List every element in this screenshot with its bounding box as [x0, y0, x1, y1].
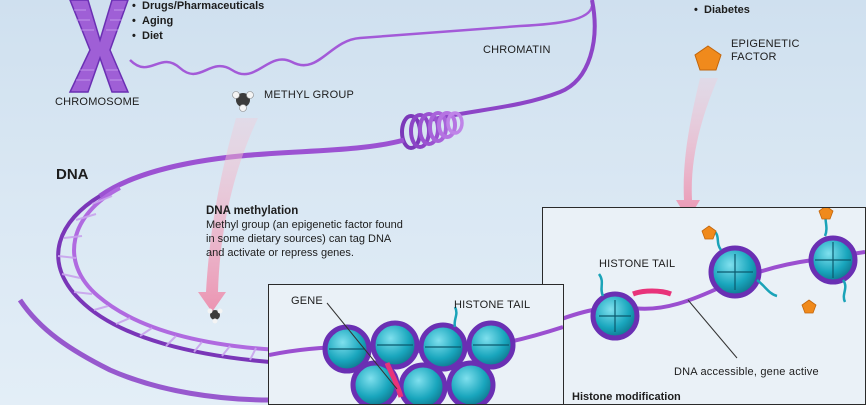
histone-panel-art [543, 208, 865, 359]
histone-icon [398, 362, 448, 404]
chromosome-label: CHROMOSOME [55, 96, 140, 108]
dna-methylation-line: Methyl group (an epigenetic factor found [206, 219, 403, 231]
list-item: Diet [132, 29, 264, 44]
dna-helix [17, 186, 279, 403]
attached-methyl-icon [207, 308, 223, 324]
gene-label: GENE [291, 295, 323, 307]
methylation-arrow [198, 118, 258, 312]
histone-icon [808, 235, 858, 285]
methyl-group-icon [232, 91, 254, 112]
dna-methylation-heading: DNA methylation [206, 205, 299, 217]
histone-icon [446, 360, 496, 404]
chromatin-label: CHROMATIN [483, 44, 551, 56]
epigenetic-factor-label-line1: EPIGENETIC [731, 38, 800, 50]
chromatin-fiber [98, 137, 405, 199]
dna-label: DNA [56, 166, 89, 183]
methyl-group-label: METHYL GROUP [264, 89, 355, 101]
chromatin-coil [400, 111, 464, 150]
histone-tail-label-upper: HISTONE TAIL [599, 258, 676, 270]
chromatin-strand [429, 0, 597, 122]
histone-icon [466, 320, 516, 370]
list-item: Aging [132, 14, 264, 29]
dna-methylation-description: DNA methylation Methyl group (an epigene… [206, 204, 446, 260]
histone-tail-label-lower: HISTONE TAIL [454, 299, 531, 311]
influence-list-right: Diabetes [694, 3, 750, 18]
gene-histone-panel: GENE HISTONE TAIL [268, 284, 564, 405]
list-item: Drugs/Pharmaceuticals [132, 0, 264, 14]
list-item: Diabetes [694, 3, 750, 18]
histone-modification-caption: Histone modification [572, 391, 681, 403]
influence-list: Drugs/Pharmaceuticals Aging Diet [132, 0, 264, 44]
dna-thread [129, 5, 594, 76]
dna-accessible-label: DNA accessible, gene active [674, 366, 819, 378]
gene-panel-art [269, 302, 563, 404]
dna-methylation-line: and activate or repress genes. [206, 247, 354, 259]
epigenetic-factor-icon [694, 45, 722, 71]
histone-modification-panel: HISTONE TAIL DNA accessible, gene active [542, 207, 866, 405]
histone-icon [370, 320, 420, 370]
histone-icon [590, 291, 640, 341]
histone-icon [418, 322, 468, 372]
epigenetic-factor-arrow [676, 78, 718, 220]
histone-icon [708, 245, 762, 299]
dna-methylation-line: in some dietary sources) can tag DNA [206, 233, 392, 245]
epigenetic-factor-label-line2: FACTOR [731, 51, 777, 63]
chromosome-icon [68, 0, 130, 93]
